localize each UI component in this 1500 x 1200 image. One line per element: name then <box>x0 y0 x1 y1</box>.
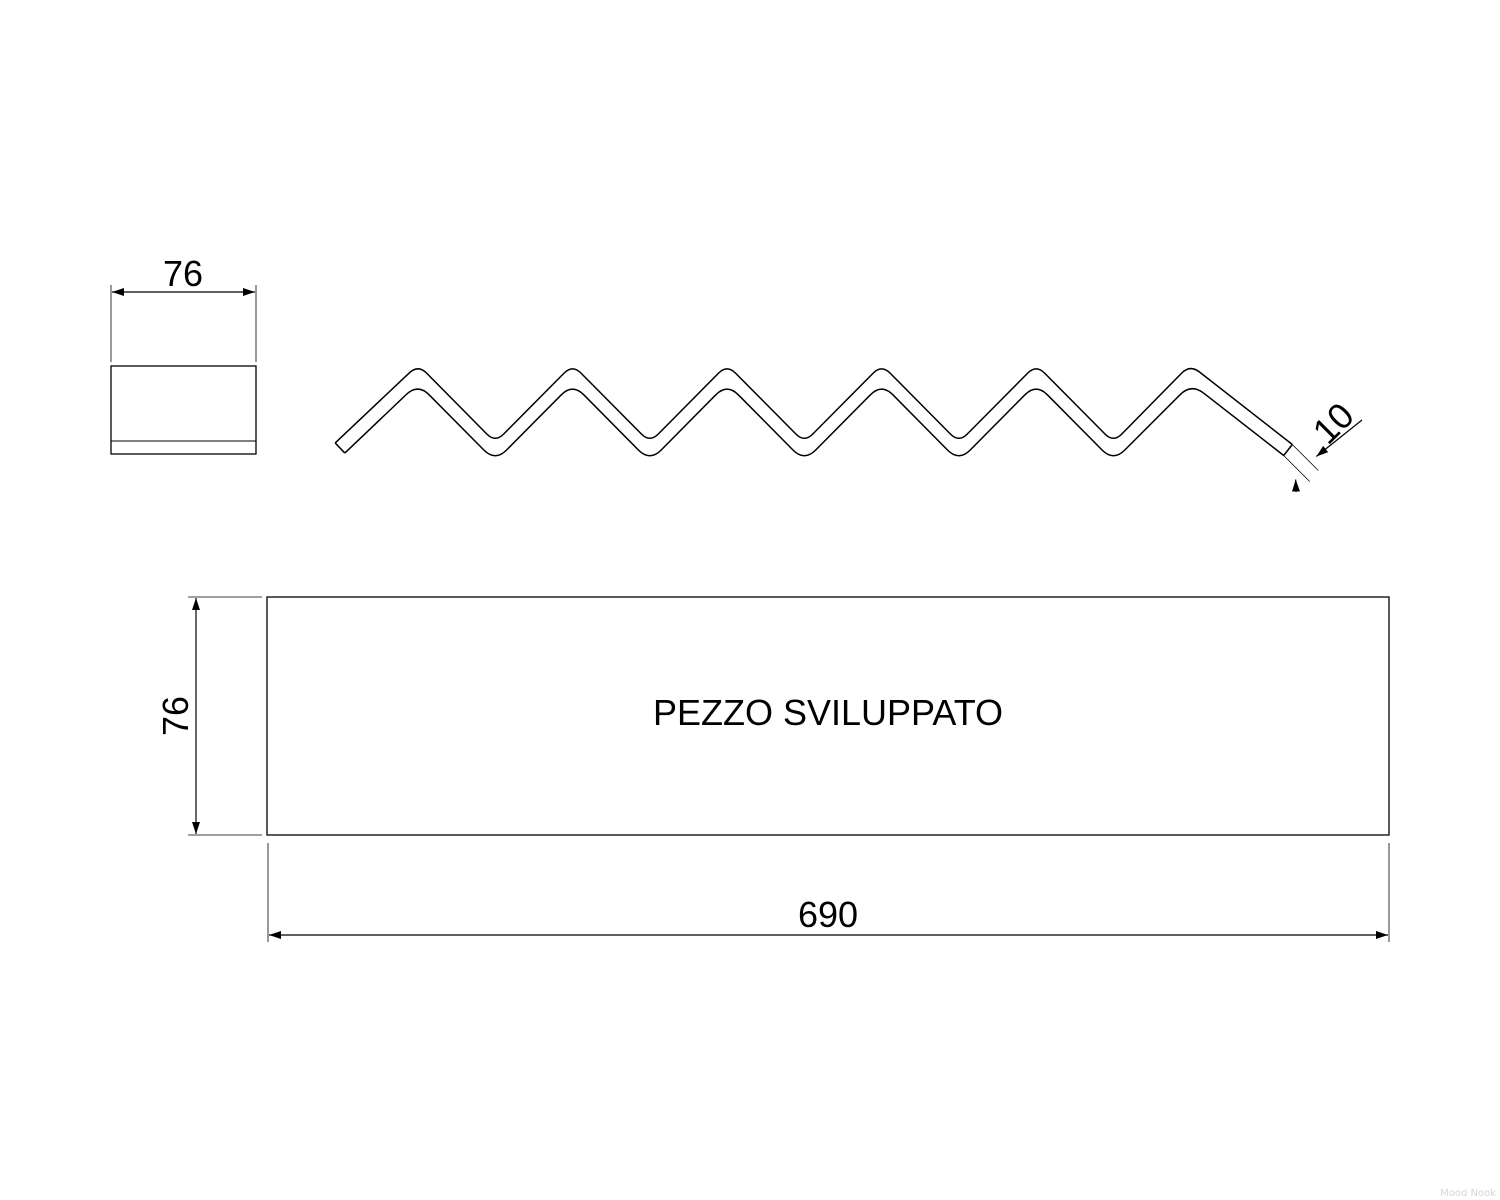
watermark: Mood Nook <box>1440 1188 1496 1199</box>
dimension-label-thickness: 10 <box>1305 395 1362 452</box>
thickness-dimension <box>1283 419 1363 493</box>
dimension-label-developed-length: 690 <box>798 894 858 935</box>
dimension-label-developed-height: 76 <box>155 696 196 736</box>
dimension-label-side-width: 76 <box>163 253 203 294</box>
dimension-line-thickness <box>1315 419 1363 457</box>
developed-piece-label: PEZZO SVILUPPATO <box>653 692 1003 733</box>
developed-piece-outline <box>266 596 1390 836</box>
extension-line <box>1283 455 1310 482</box>
profile-edge-lower <box>334 367 1293 446</box>
profile-end-cap-right <box>1283 444 1293 456</box>
developed-piece: PEZZO SVILUPPATO 76 690 <box>155 596 1390 942</box>
profile-end-cap-left <box>334 442 346 454</box>
profile-edge-upper <box>344 387 1285 457</box>
side-view: 76 <box>110 253 257 455</box>
extension-line <box>1292 444 1319 471</box>
zigzag-profile <box>334 367 1293 457</box>
side-view-outline <box>110 365 257 455</box>
